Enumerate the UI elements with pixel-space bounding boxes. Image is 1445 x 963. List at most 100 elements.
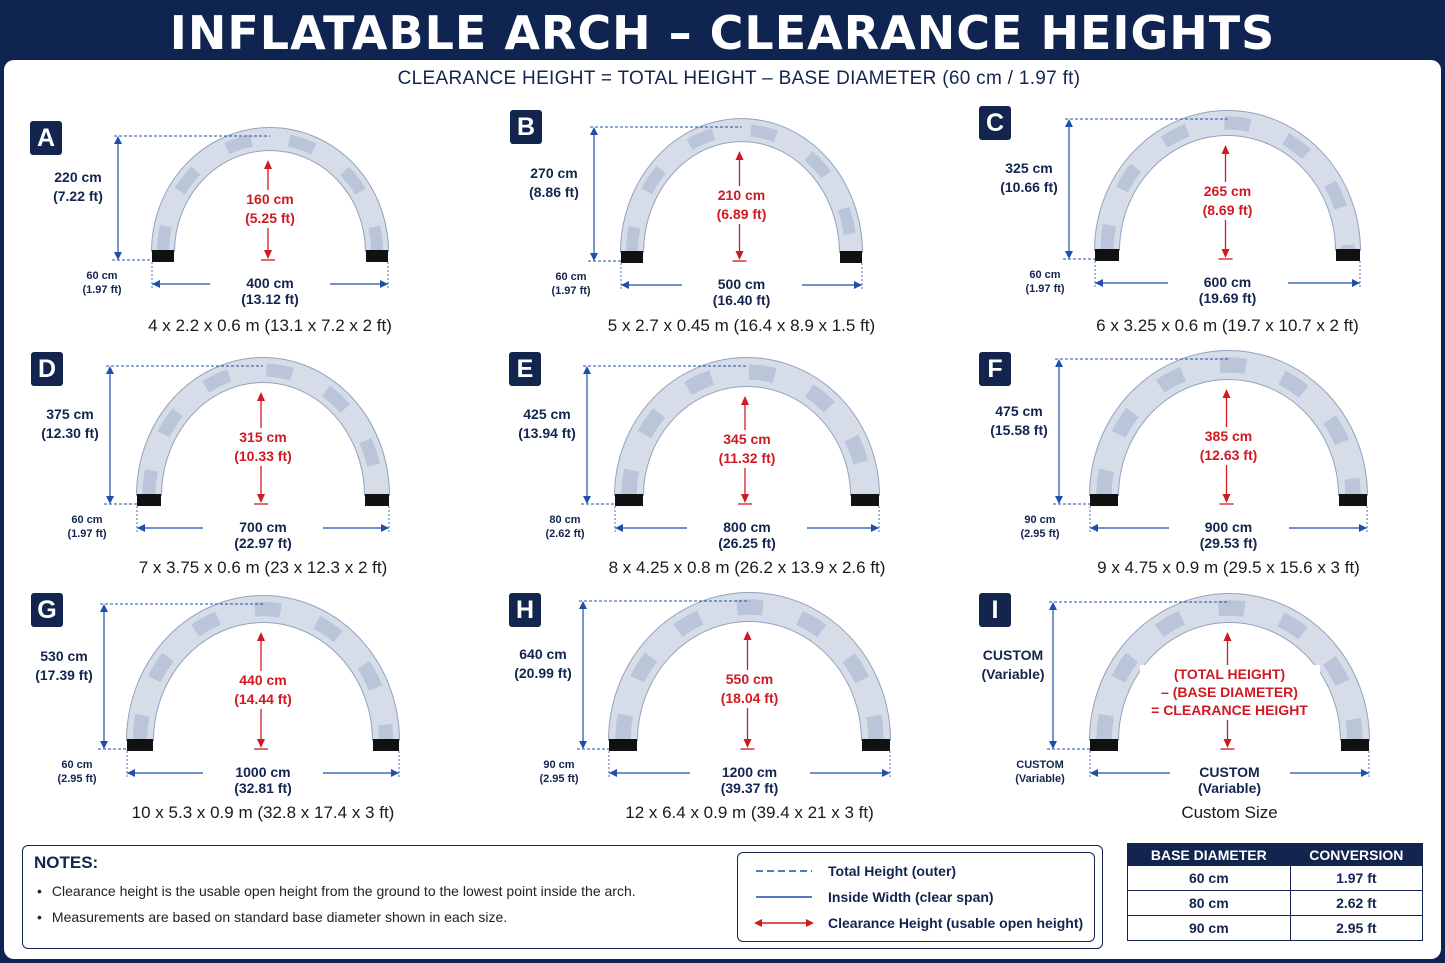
legend-swatches — [754, 870, 814, 927]
clearance-height-ft: (14.44 ft) — [218, 689, 308, 709]
arch-foot-left — [1095, 249, 1119, 261]
arch-foot-left — [1090, 739, 1118, 751]
inside-width-cm: 900 cm — [1168, 518, 1289, 537]
total-height-ft: (13.94 ft) — [518, 425, 576, 441]
clearance-height-ft: (12.63 ft) — [1183, 445, 1274, 465]
arrow-down-icon — [264, 250, 272, 259]
base-diameter-cm: 60 cm — [86, 270, 118, 282]
table-row: 90 cm 2.95 ft — [1127, 915, 1423, 941]
arrow-up-icon — [264, 160, 272, 169]
arrow-down-icon — [579, 741, 587, 749]
arrow-up-icon — [1222, 389, 1231, 398]
arrow-down-icon — [106, 496, 114, 504]
clearance-height-ft: (8.69 ft) — [1182, 201, 1273, 220]
arrow-left-icon — [1095, 279, 1103, 287]
arrow-down-icon — [1222, 494, 1231, 503]
header-conversion: CONVERSION — [1289, 843, 1423, 866]
arch-foot-left — [127, 739, 153, 751]
arrow-up-icon — [743, 631, 752, 640]
size-letter-badge: B — [510, 110, 542, 144]
total-height-cm: 325 cm — [1005, 160, 1053, 176]
base-diameter-cm: 80 cm — [549, 514, 581, 526]
arch-foot-left — [621, 251, 643, 263]
arrow-up-icon — [583, 366, 591, 374]
arch-foot-right — [1336, 249, 1360, 261]
arrow-down-icon — [1049, 741, 1057, 749]
table-cell: 60 cm — [1127, 865, 1291, 891]
clearance-formula-line3: = CLEARANCE HEIGHT — [1139, 700, 1320, 720]
size-caption: 6 x 3.25 x 0.6 m (19.7 x 10.7 x 2 ft) — [1096, 316, 1359, 335]
arrow-right-icon — [1361, 769, 1369, 777]
legend-clearance: Clearance Height (usable open height) — [828, 915, 1084, 931]
arrow-down-icon — [1221, 249, 1230, 258]
base-diameter-cm: CUSTOM — [1016, 759, 1064, 771]
base-diameter-ft: (2.95 ft) — [539, 773, 579, 785]
total-height-cm: CUSTOM — [982, 646, 1044, 663]
base-diameter-ft: (1.97 ft) — [67, 528, 107, 540]
base-diameter-ft: (2.95 ft) — [1020, 528, 1060, 540]
header-base-diameter: BASE DIAMETER — [1127, 843, 1291, 866]
arrow-down-icon — [1065, 251, 1073, 259]
size-caption: 12 x 6.4 x 0.9 m (39.4 x 21 x 3 ft) — [625, 803, 874, 822]
base-diameter-cm: 60 cm — [71, 514, 103, 526]
arrow-left-icon — [615, 524, 623, 532]
size-letter-badge: C — [979, 106, 1011, 140]
clearance-height-cm: 385 cm — [1183, 426, 1274, 446]
inside-width-ft: (29.53 ft) — [1199, 535, 1258, 551]
arrow-up-icon — [114, 136, 122, 144]
arrow-down-icon — [1055, 496, 1063, 504]
arrow-up-icon — [741, 396, 749, 405]
arch-tube — [137, 358, 389, 497]
clearance-height-ft: (10.33 ft) — [218, 447, 308, 466]
table-header-row: BASE DIAMETER CONVERSION — [1127, 843, 1423, 866]
size-caption: 7 x 3.75 x 0.6 m (23 x 12.3 x 2 ft) — [138, 558, 388, 577]
inside-width-cm: 500 cm — [681, 275, 802, 294]
inside-width-ft: (22.97 ft) — [234, 535, 292, 551]
arrow-left-icon — [754, 919, 762, 927]
note-item: Measurements are based on standard base … — [37, 909, 507, 925]
arrow-down-icon — [735, 251, 744, 260]
table-row: 60 cm 1.97 ft — [1127, 865, 1423, 891]
arrow-up-icon — [590, 127, 598, 135]
arrow-up-icon — [106, 366, 114, 374]
total-height-ft: (8.86 ft) — [529, 184, 579, 200]
table-row: 80 cm 2.62 ft — [1127, 890, 1423, 916]
arrow-up-icon — [1221, 145, 1230, 154]
base-diameter-ft: (1.97 ft) — [1025, 283, 1065, 295]
size-letter-badge: D — [31, 352, 63, 386]
inside-width-cm: 400 cm — [210, 274, 330, 293]
size-caption: 10 x 5.3 x 0.9 m (32.8 x 17.4 x 3 ft) — [131, 803, 395, 822]
size-caption: Custom Size — [1181, 803, 1278, 822]
total-height-ft: (17.39 ft) — [35, 666, 93, 683]
size-letter-badge: H — [509, 593, 541, 627]
arrow-right-icon — [854, 281, 862, 289]
arrow-left-icon — [152, 280, 160, 288]
inside-width-cm: 1200 cm — [689, 763, 810, 782]
page-title: INFLATABLE ARCH – CLEARANCE HEIGHTS — [169, 6, 1276, 60]
base-diameter-cm: 90 cm — [543, 759, 575, 771]
arrow-down-icon — [257, 494, 265, 503]
clearance-height-cm: 440 cm — [218, 670, 308, 690]
table-cell: 80 cm — [1127, 890, 1291, 916]
total-height-cm: 220 cm — [54, 169, 102, 185]
arch-foot-left — [615, 494, 643, 506]
base-diameter-ft: (2.95 ft) — [57, 773, 97, 785]
conversion-table: BASE DIAMETER CONVERSION 60 cm 1.97 ft 8… — [1127, 843, 1423, 941]
arrow-up-icon — [579, 601, 587, 609]
inside-width-cm: 700 cm — [203, 518, 323, 537]
clearance-height-cm: 315 cm — [218, 428, 308, 447]
clearance-height-cm: 160 cm — [225, 190, 315, 209]
arrow-left-icon — [609, 769, 617, 777]
arch-foot-right — [373, 739, 399, 751]
arch-foot-right — [1341, 739, 1369, 751]
inside-width-ft: (26.25 ft) — [718, 535, 776, 551]
size-caption: 8 x 4.25 x 0.8 m (26.2 x 13.9 x 2.6 ft) — [608, 558, 886, 577]
base-diameter-ft: (2.62 ft) — [545, 528, 585, 540]
arrow-right-icon — [381, 524, 389, 532]
arrow-right-icon — [1352, 279, 1360, 287]
clearance-formula-line1: (TOTAL HEIGHT) — [1139, 664, 1320, 684]
base-diameter-ft: (1.97 ft) — [82, 284, 122, 296]
arrow-up-icon — [100, 604, 108, 612]
notes-title: NOTES: — [34, 853, 99, 872]
arch-camo-pattern — [615, 599, 884, 742]
